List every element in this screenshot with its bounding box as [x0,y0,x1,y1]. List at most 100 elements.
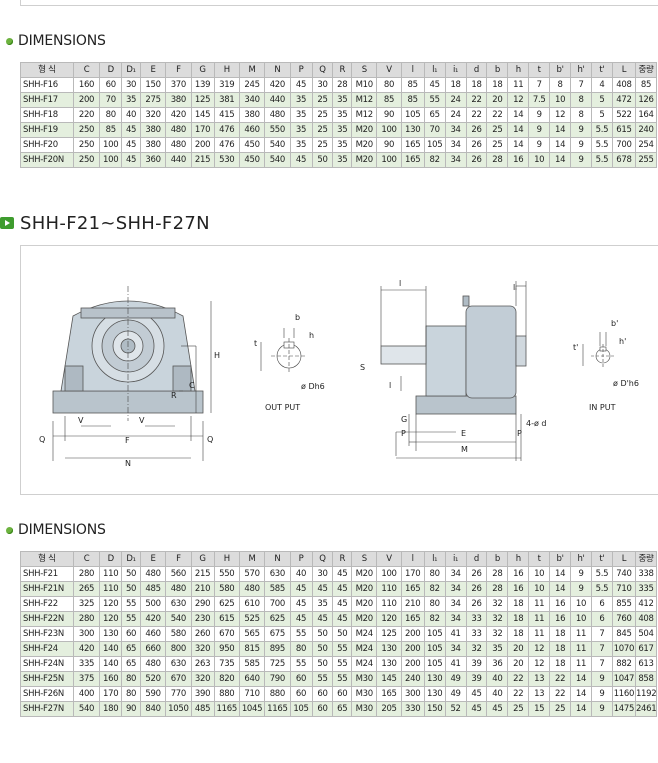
table-cell: 100 [99,137,123,153]
table-cell: 4 [590,77,613,93]
model-cell: SHH-F22N [20,611,74,627]
table-cell: 140 [99,656,123,672]
column-header: D [99,551,123,567]
table-cell: 522 [611,107,636,123]
table-cell: 25 [486,137,509,153]
table-cell: 55 [289,656,313,672]
table-cell: 25 [311,137,334,153]
table-cell: 65 [121,641,141,657]
column-header: t [528,551,551,567]
table-cell: 10 [549,92,572,108]
column-header: t' [590,62,613,78]
table-cell: 65 [423,107,446,123]
table-cell: 7 [570,77,592,93]
table-cell: 55 [423,92,446,108]
table-cell: 20 [486,92,509,108]
label-Dph6: ø D'h6 [613,379,639,388]
label-G: G [401,415,407,424]
table-cell: 50 [121,581,141,597]
table-cell: 50 [311,626,334,642]
table-cell: 80 [121,686,141,702]
table-cell: 26 [465,122,488,138]
table-cell: 675 [264,626,291,642]
dimensions-label: DIMENSIONS [18,522,106,538]
table-cell: 540 [165,611,192,627]
table-cell: 9 [570,137,592,153]
table-cell: 200 [400,626,425,642]
table-cell: 565 [238,626,266,642]
table-cell: M24 [351,656,378,672]
table-cell: 625 [264,611,291,627]
table-cell: 335 [634,581,658,597]
side-view [380,295,527,415]
table-cell: 90 [121,701,141,717]
table-cell: 130 [99,626,123,642]
table-cell: 9 [570,152,592,168]
table-cell: 35 [311,596,334,612]
column-header: h [507,62,530,78]
table-cell: 30 [311,77,334,93]
previous-drawing-frame [20,0,658,6]
table-cell: 460 [238,122,266,138]
table-cell: 82 [423,152,446,168]
table-cell: M20 [351,596,378,612]
column-header: M [238,62,266,78]
table-cell: 50 [332,626,353,642]
table-cell: 130 [400,122,425,138]
table-cell: 380 [238,107,266,123]
table-cell: 26 [465,152,488,168]
table-cell: 740 [611,566,636,582]
table-cell: 105 [423,641,446,657]
table-cell: M12 [351,107,378,123]
column-header: V [376,62,402,78]
table-cell: 45 [121,137,141,153]
table-cell: 412 [634,596,658,612]
table-cell: 381 [213,92,240,108]
column-header: N [264,551,291,567]
table-cell: 22 [507,686,530,702]
table-cell: 49 [444,686,467,702]
table-cell: 300 [400,686,425,702]
table-cell: 18 [549,626,572,642]
label-b: b [295,313,300,322]
table-cell: 625 [213,596,240,612]
table-cell: M12 [351,92,378,108]
model-cell: SHH-F26N [20,686,74,702]
table-cell: 45 [332,581,353,597]
table-cell: 25 [311,107,334,123]
table-cell: 45 [465,701,488,717]
column-header: 중량 [634,551,658,567]
table-cell: 34 [444,596,467,612]
table-cell: 420 [72,641,101,657]
table-cell: 590 [139,686,167,702]
model-range-title: SHH-F21~SHH-F27N [0,212,210,234]
table-cell: 9 [528,137,551,153]
model-cell: SHH-F21N [20,581,74,597]
table-cell: 22 [549,671,572,687]
table-cell: 335 [72,656,101,672]
column-header: C [72,62,101,78]
table-cell: 14 [507,137,530,153]
table-cell: 14 [507,122,530,138]
table-cell: 250 [72,137,101,153]
table-cell: 200 [190,137,215,153]
table-cell: 36 [486,656,509,672]
side-motor-body [425,325,467,397]
table-cell: 710 [238,686,266,702]
table-cell: 22 [486,107,509,123]
label-t: t [254,339,257,348]
column-header: l [400,551,425,567]
table-cell: 130 [423,671,446,687]
table-cell: 1047 [611,671,636,687]
dimensions-heading-2: DIMENSIONS [6,522,106,538]
table-cell: 420 [264,77,291,93]
table-cell: 170 [400,566,425,582]
table-cell: 90 [376,107,402,123]
table-cell: 105 [289,701,313,717]
table-cell: 1165 [213,701,240,717]
table-cell: 380 [139,137,167,153]
table-cell: 330 [400,701,425,717]
